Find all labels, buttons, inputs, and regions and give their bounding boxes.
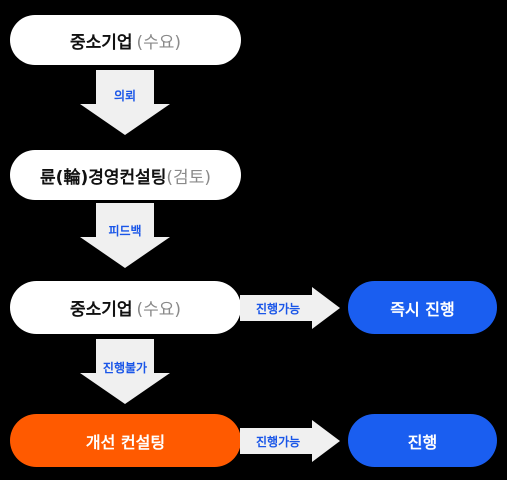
improvement-consulting-node-label: 개선 컨설팅: [85, 432, 166, 452]
request-arrow-shape: [80, 70, 170, 135]
feedback-arrow-shape: [80, 203, 170, 268]
possible-arrow-bottom-polygon: [240, 420, 340, 462]
immediate-progress-node: 즉시 진행: [348, 281, 497, 334]
feedback-arrow: 피드백: [80, 203, 170, 268]
progress-node-label: 진행: [407, 432, 438, 452]
sme-demand-node-top: 중소기업 (수요): [10, 15, 241, 65]
sme-demand-node-top-label: 중소기업: [69, 32, 133, 53]
possible-arrow-top-label: 진행가능: [256, 302, 301, 316]
not-possible-arrow: 진행불가: [80, 339, 170, 404]
request-arrow-polygon: [80, 70, 170, 135]
possible-arrow-bottom: 진행가능: [240, 420, 340, 462]
sme-demand-node-middle-label: 중소기업: [69, 300, 133, 320]
consulting-review-node-sub: (검토): [166, 167, 211, 188]
progress-node: 진행: [348, 414, 497, 467]
improvement-consulting-node: 개선 컨설팅: [10, 414, 241, 467]
request-arrow: 의뢰: [80, 70, 170, 135]
sme-demand-node-middle-sub: (수요): [136, 300, 182, 320]
feedback-arrow-label: 피드백: [108, 224, 142, 238]
consulting-review-node-label: 륜(輪)경영컨설팅: [40, 167, 167, 188]
possible-arrow-top: 진행가능: [240, 287, 340, 329]
possible-arrow-top-shape: [240, 287, 340, 329]
feedback-arrow-polygon: [80, 203, 170, 268]
consulting-review-node: 륜(輪)경영컨설팅 (검토): [10, 150, 241, 200]
immediate-progress-node-label: 즉시 진행: [390, 299, 455, 319]
possible-arrow-bottom-shape: [240, 420, 340, 462]
possible-arrow-top-polygon: [240, 287, 340, 329]
not-possible-arrow-polygon: [80, 339, 170, 404]
not-possible-arrow-label: 진행불가: [102, 361, 148, 375]
sme-demand-node-top-sub: (수요): [136, 32, 182, 53]
possible-arrow-bottom-label: 진행가능: [256, 435, 301, 449]
sme-demand-node-middle: 중소기업 (수요): [10, 281, 241, 334]
not-possible-arrow-shape: [80, 339, 170, 404]
request-arrow-label: 의뢰: [113, 89, 137, 103]
